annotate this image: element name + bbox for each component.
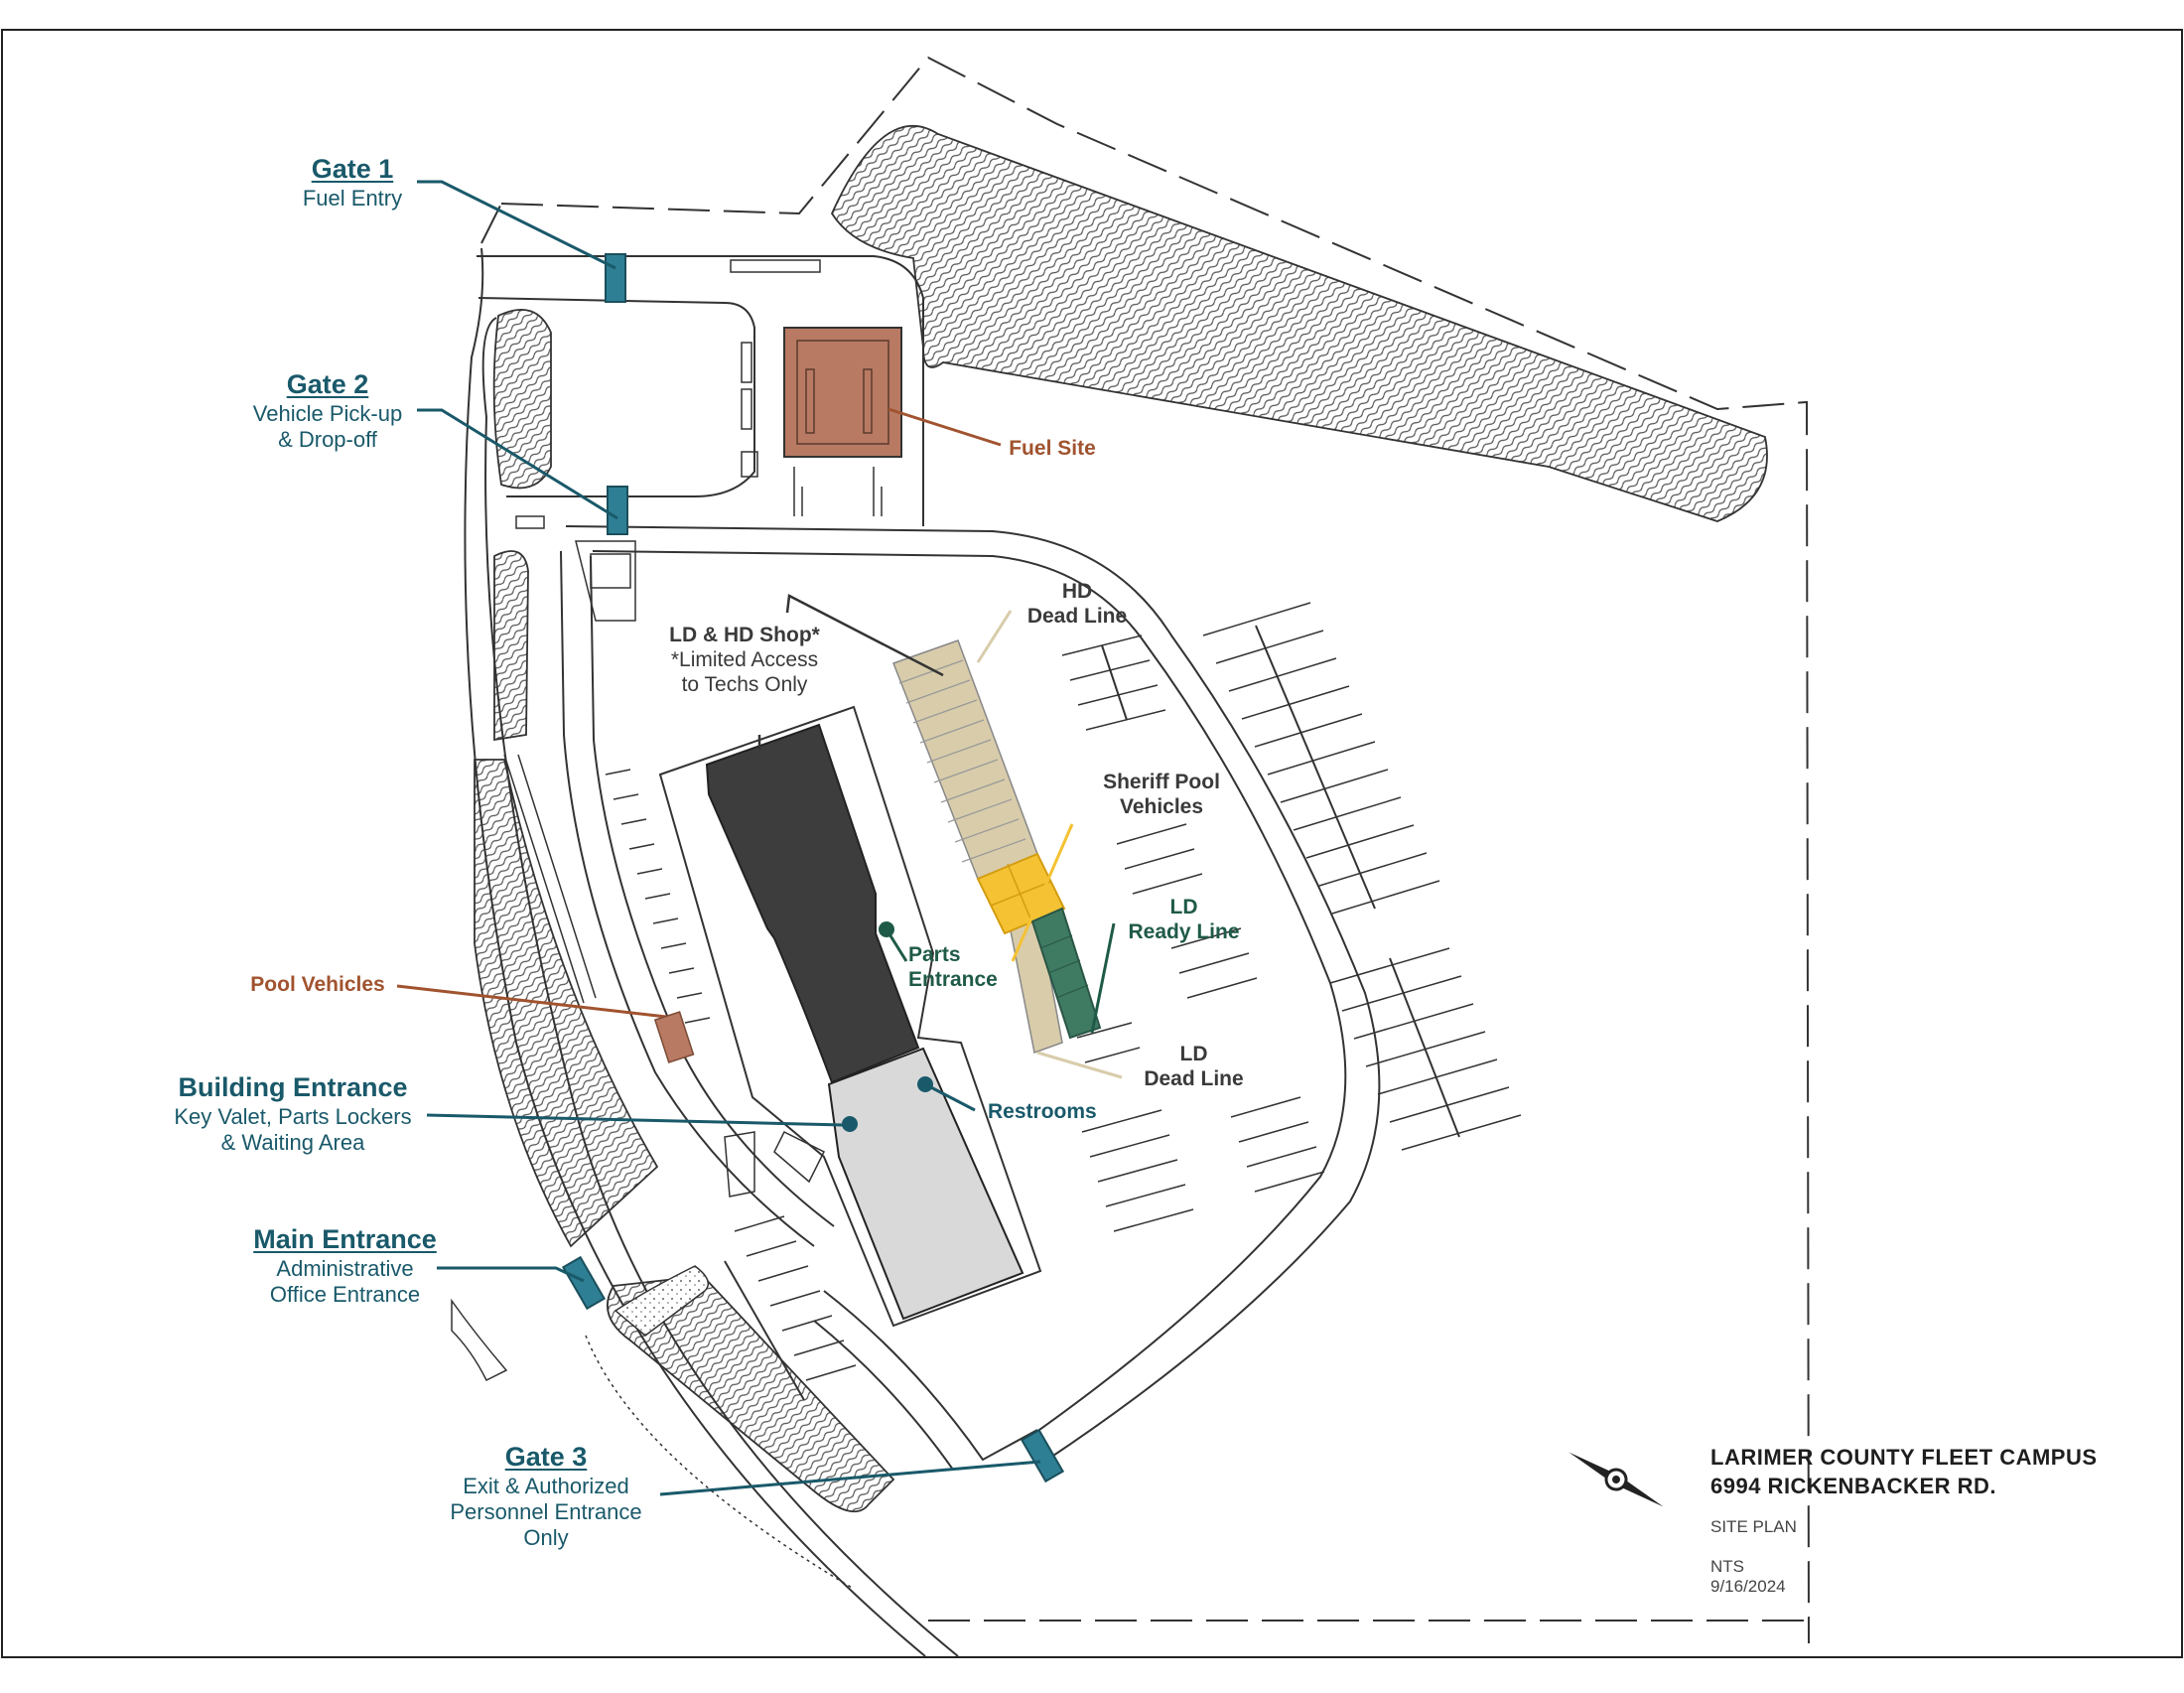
title-block-date: 9/16/2024 bbox=[1710, 1577, 1786, 1596]
parking-stalls bbox=[503, 602, 1522, 1401]
ld-ready-line-area bbox=[1030, 907, 1102, 1040]
pointer-dots bbox=[842, 921, 976, 1132]
sheriff-pool-line2: Vehicles bbox=[1119, 794, 1204, 818]
main-entrance-marker bbox=[561, 1255, 607, 1311]
gate2-subtitle-1: Vehicle Pick-up bbox=[252, 400, 403, 426]
ld-dead-line-label: LD Dead Line bbox=[1127, 1043, 1261, 1092]
sheet-border bbox=[1, 29, 2183, 1658]
parts-entrance-line2: Entrance bbox=[908, 967, 998, 991]
title-block-address: 6994 RICKENBACKER RD. bbox=[1710, 1474, 1997, 1498]
fuel-site-label: Fuel Site bbox=[1009, 437, 1096, 460]
landscape-areas bbox=[474, 124, 1768, 1513]
building-pad bbox=[658, 705, 1042, 1328]
gate1-title: Gate 1 bbox=[311, 154, 394, 184]
shop-note-1: *Limited Access bbox=[670, 647, 819, 671]
shop-label: LD & HD Shop* *Limited Access to Techs O… bbox=[645, 624, 844, 697]
building-entrance-label: Building Entrance Key Valet, Parts Locke… bbox=[154, 1072, 432, 1156]
gate1-marker bbox=[605, 253, 626, 303]
title-block-title: LARIMER COUNTY FLEET CAMPUS bbox=[1710, 1445, 2098, 1470]
gate2-title: Gate 2 bbox=[286, 369, 369, 399]
main-entrance-label: Main Entrance Administrative Office Entr… bbox=[238, 1224, 452, 1308]
ld-dead-line-line1: LD bbox=[1179, 1043, 1208, 1065]
north-arrow-icon bbox=[1569, 1452, 1664, 1507]
fuel-site-canopy bbox=[783, 327, 902, 458]
gate3-subtitle-1: Exit & Authorized bbox=[463, 1473, 629, 1498]
building-entrance-title: Building Entrance bbox=[178, 1072, 408, 1102]
parts-entrance-line1: Parts bbox=[908, 943, 961, 966]
gate-markers bbox=[561, 253, 1065, 1483]
main-entrance-title: Main Entrance bbox=[253, 1224, 437, 1254]
pool-vehicles-label: Pool Vehicles bbox=[250, 973, 385, 996]
sheriff-pool-label: Sheriff Pool Vehicles bbox=[1092, 771, 1231, 820]
parts-entrance-label: Parts Entrance bbox=[908, 943, 1027, 993]
office-building bbox=[827, 1047, 1024, 1321]
hd-dead-line-label: HD Dead Line bbox=[1013, 580, 1142, 630]
title-block-sheet: SITE PLAN bbox=[1710, 1517, 1797, 1536]
gate2-label: Gate 2 Vehicle Pick-up & Drop-off bbox=[233, 369, 422, 453]
main-entrance-subtitle-1: Administrative bbox=[276, 1255, 414, 1281]
shop-title: LD & HD Shop* bbox=[669, 624, 820, 646]
building-entrance-line1: Key Valet, Parts Lockers bbox=[174, 1103, 412, 1129]
gate3-marker bbox=[1020, 1428, 1065, 1483]
ld-ready-line-line1: LD bbox=[1169, 896, 1198, 918]
ld-ready-line-label: LD Ready Line bbox=[1117, 896, 1251, 945]
gate2-marker bbox=[607, 486, 628, 535]
gate2-subtitle-2: & Drop-off bbox=[278, 426, 377, 452]
ld-ready-line-line2: Ready Line bbox=[1128, 919, 1240, 943]
sheriff-pool-area bbox=[976, 852, 1066, 935]
fuel-pad bbox=[515, 259, 883, 622]
site-features bbox=[451, 1130, 855, 1590]
hd-dead-line-line2: Dead Line bbox=[1026, 604, 1128, 628]
shop-building bbox=[705, 723, 920, 1084]
gate1-label: Gate 1 Fuel Entry bbox=[288, 154, 417, 212]
leader-lines bbox=[396, 180, 1123, 1496]
pool-vehicles-stall bbox=[653, 1011, 695, 1063]
gate3-label: Gate 3 Exit & Authorized Personnel Entra… bbox=[427, 1442, 665, 1551]
shop-note-2: to Techs Only bbox=[681, 672, 808, 696]
restrooms-label: Restrooms bbox=[988, 1100, 1097, 1123]
title-block-scale: NTS bbox=[1710, 1557, 1744, 1576]
gate3-subtitle-3: Only bbox=[523, 1524, 569, 1550]
building-entrance-line2: & Waiting Area bbox=[220, 1129, 365, 1155]
ld-dead-line-line2: Dead Line bbox=[1144, 1066, 1244, 1090]
main-entrance-subtitle-2: Office Entrance bbox=[269, 1281, 421, 1307]
gate1-subtitle: Fuel Entry bbox=[302, 185, 403, 211]
hd-dead-line-line1: HD bbox=[1061, 580, 1093, 603]
gate3-subtitle-2: Personnel Entrance bbox=[450, 1498, 642, 1524]
sheriff-pool-line1: Sheriff Pool bbox=[1103, 771, 1220, 793]
gate3-title: Gate 3 bbox=[504, 1442, 588, 1472]
